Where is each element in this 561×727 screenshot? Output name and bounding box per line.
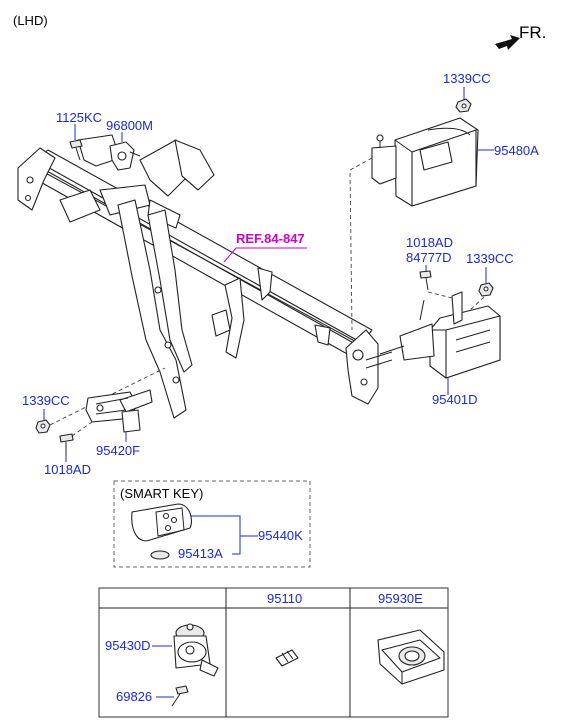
label-84777d: 84777D bbox=[406, 250, 452, 265]
smart-key-fob bbox=[131, 503, 193, 542]
nut-1339cc-top bbox=[455, 98, 472, 113]
bracket-95420f bbox=[85, 389, 153, 433]
label-69826: 69826 bbox=[116, 689, 152, 704]
ignition-switch-95430d bbox=[173, 623, 219, 677]
label-1339cc-top: 1339CC bbox=[443, 71, 491, 86]
module-95480a bbox=[371, 117, 479, 207]
label-95440k: 95440K bbox=[258, 528, 303, 543]
label-95413a: 95413A bbox=[178, 546, 223, 561]
label-1125kc: 1125KC bbox=[56, 110, 102, 125]
nut-1339cc-right bbox=[478, 282, 494, 297]
bolt-1018ad-right bbox=[419, 270, 432, 291]
smart-key-title: (SMART KEY) bbox=[120, 486, 203, 501]
module-95401d bbox=[379, 291, 501, 379]
label-1339cc-left: 1339CC bbox=[22, 393, 70, 408]
front-label: FR. bbox=[519, 23, 546, 42]
label-95430d: 95430D bbox=[105, 638, 151, 653]
label-95420f: 95420F bbox=[96, 443, 140, 458]
sensor-96800m bbox=[109, 141, 141, 171]
label-95480a: 95480A bbox=[494, 143, 539, 158]
label-1018ad-left: 1018AD bbox=[44, 462, 91, 477]
front-arrow-icon bbox=[495, 35, 520, 50]
label-1018ad-right: 1018AD bbox=[406, 235, 453, 250]
variant-label: (LHD) bbox=[13, 13, 48, 28]
battery-95413a bbox=[150, 550, 170, 560]
table-header-95930e: 95930E bbox=[378, 591, 423, 606]
ref-label: REF.84-847 bbox=[236, 231, 305, 246]
screw-69826 bbox=[171, 685, 189, 707]
bolt-1125kc bbox=[69, 139, 83, 161]
label-96800m: 96800M bbox=[106, 118, 153, 133]
nut-1339cc-left bbox=[35, 419, 51, 434]
table-header-95110: 95110 bbox=[267, 591, 302, 606]
pin-95110 bbox=[275, 649, 299, 667]
cowl-crossmember bbox=[17, 134, 393, 419]
smart-key-box bbox=[113, 480, 311, 568]
start-button-95930e bbox=[377, 629, 445, 685]
bolt-1018ad-left bbox=[59, 433, 74, 456]
label-95401d: 95401D bbox=[432, 392, 478, 407]
parts-table bbox=[98, 587, 449, 718]
label-1339cc-right: 1339CC bbox=[466, 251, 514, 266]
